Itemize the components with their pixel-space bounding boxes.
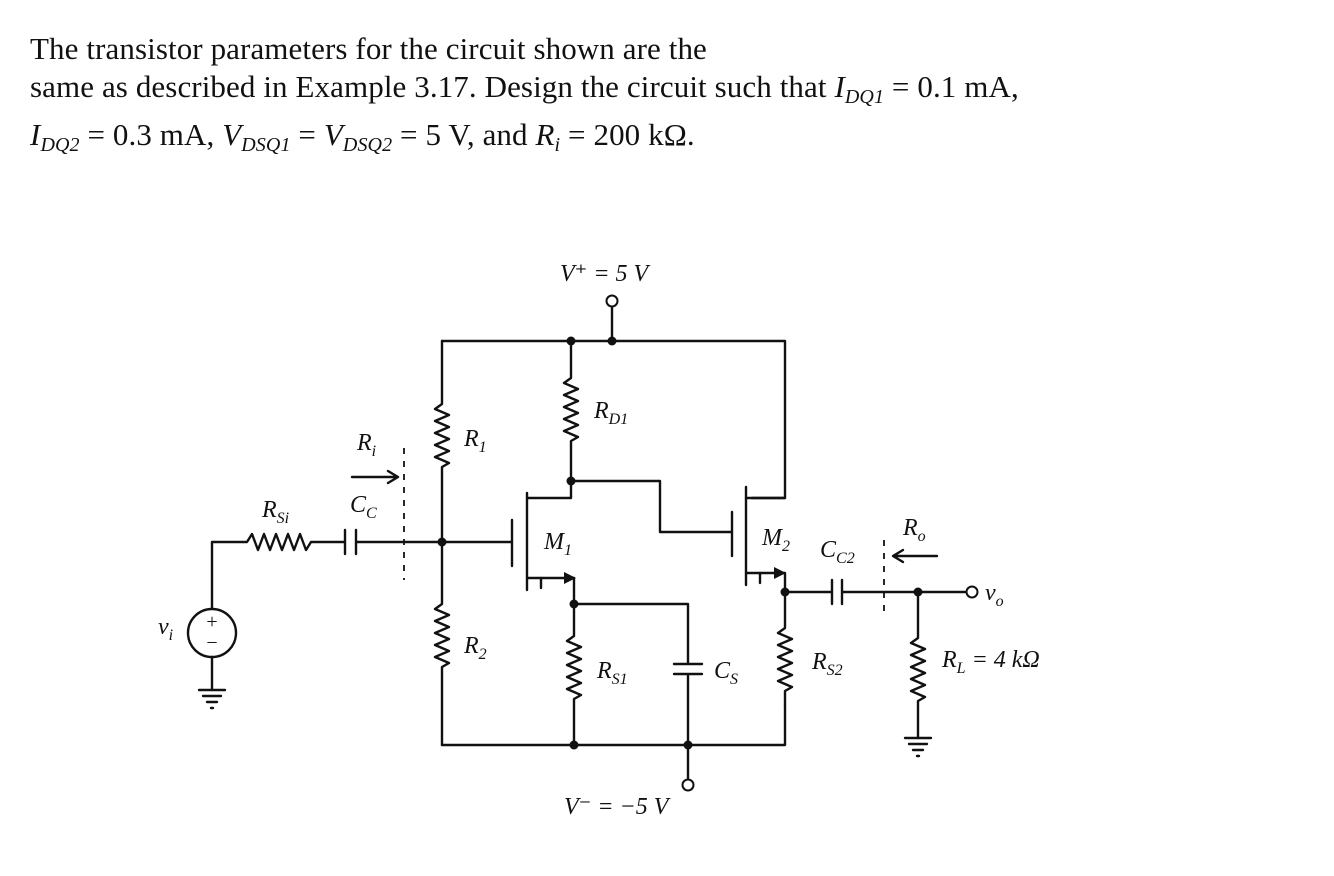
idq2-value: = 0.3 mA,: [79, 117, 223, 152]
r1-resistor: [433, 339, 451, 544]
m2-source-arrow-icon: [774, 567, 786, 579]
vds-value: = 5 V, and: [392, 117, 536, 152]
idq1-value: = 0.1 mA,: [884, 69, 1019, 104]
problem-statement: The transistor parameters for the circui…: [30, 30, 1290, 164]
idq2-symbol: I: [30, 117, 41, 152]
vo-label: vo: [985, 580, 1004, 610]
vminus-terminal: [681, 778, 695, 792]
m1-source-arrow-icon: [564, 572, 576, 584]
m2-label: M2: [761, 525, 790, 555]
idq2-subscript: DQ2: [40, 134, 80, 156]
ro-label: Ro: [902, 515, 926, 545]
m1-label: M1: [543, 529, 572, 559]
cc2-capacitor: [783, 578, 967, 606]
source-plus-sign: +: [206, 611, 217, 633]
vdsq1-symbol: V: [222, 117, 242, 152]
r2-label: R2: [463, 633, 487, 663]
rs2-label: RS2: [811, 649, 843, 679]
source-minus-sign: −: [206, 632, 217, 654]
vi-label: vi: [158, 614, 173, 644]
problem-line-3: IDQ2 = 0.3 mA, VDSQ1 = VDSQ2 = 5 V, and …: [30, 116, 1290, 164]
idq1-subscript: DQ1: [844, 86, 885, 108]
equals-sign: =: [290, 117, 324, 152]
problem-line-2-text: same as described in Example 3.17. Desig…: [30, 69, 835, 104]
bottom-rail-wire: [440, 703, 787, 747]
r2-resistor: [433, 540, 451, 747]
rs1-resistor: [565, 602, 583, 747]
ri-value: = 200 kΩ.: [560, 117, 695, 152]
m1-m2-coupling-wire: [569, 479, 734, 558]
rd1-resistor: [562, 339, 580, 483]
vplus-terminal: [605, 294, 619, 308]
vdsq1-subscript: DSQ1: [241, 134, 291, 156]
source-ground-icon: [197, 655, 227, 710]
vdsq2-subscript: DSQ2: [342, 134, 393, 156]
vo-terminal: [965, 585, 979, 599]
cs-label: CS: [714, 658, 738, 688]
rsi-label: RSi: [261, 497, 289, 527]
rl-label: RL = 4 kΩ: [941, 647, 1040, 677]
rs2-resistor: [776, 590, 794, 707]
ri-arrow-icon: [350, 469, 400, 485]
problem-line-1-text: The transistor parameters for the circui…: [30, 31, 707, 66]
vminus-label: V⁻ = −5 V: [564, 794, 671, 820]
cc2-label: CC2: [820, 537, 855, 567]
ro-arrow-icon: [891, 548, 939, 564]
rd1-label: RD1: [593, 398, 628, 428]
ri-label: Ri: [356, 430, 376, 460]
rl-ground-icon: [903, 736, 933, 758]
m1-drain: [525, 479, 573, 500]
ri-subscript: i: [554, 134, 561, 156]
m1-gate-wire: [440, 518, 514, 568]
cc-label: CC: [350, 492, 377, 522]
cs-capacitor: [572, 602, 704, 747]
vplus-label: V⁺ = 5 V: [560, 261, 651, 287]
node-dot: [607, 336, 617, 346]
rl-resistor: [909, 590, 927, 740]
rs1-label: RS1: [596, 658, 628, 688]
idq1-symbol: I: [834, 69, 845, 104]
ri-symbol: R: [535, 117, 555, 152]
vdsq2-symbol: V: [323, 117, 343, 152]
rsi-resistor: [210, 532, 347, 611]
problem-line-1: The transistor parameters for the circui…: [30, 30, 1290, 68]
r1-label: R1: [463, 426, 487, 456]
problem-line-2: same as described in Example 3.17. Desig…: [30, 68, 1290, 116]
cc-capacitor: [343, 528, 444, 556]
